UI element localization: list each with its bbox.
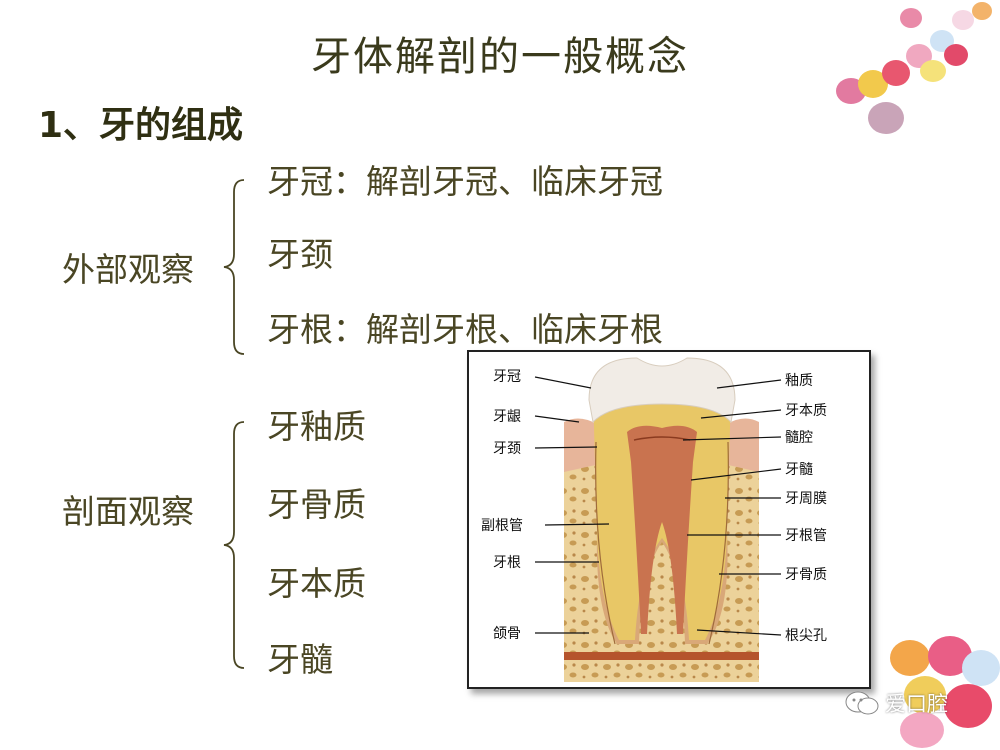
external-item: 牙冠：解剖牙冠、临床牙冠 bbox=[267, 162, 663, 201]
section-item: 牙釉质 bbox=[267, 407, 366, 446]
brace-external bbox=[223, 179, 245, 355]
label-pulp: 牙髓 bbox=[785, 462, 813, 478]
section-item: 牙本质 bbox=[267, 564, 366, 603]
label-cementum: 牙骨质 bbox=[785, 567, 827, 583]
watermark-text: 爱口腔 bbox=[885, 692, 948, 716]
label-root: 牙根 bbox=[493, 555, 521, 571]
label-root-canal: 牙根管 bbox=[785, 528, 827, 544]
slide-title: 牙体解剖的一般概念 bbox=[311, 34, 689, 80]
label-crown: 牙冠 bbox=[493, 369, 521, 385]
brace-section bbox=[223, 421, 245, 669]
label-periodontal-ligament: 牙周膜 bbox=[785, 491, 827, 507]
tooth-illustration bbox=[564, 357, 759, 682]
tooth-diagram: 牙冠 牙龈 牙颈 副根管 牙根 颌骨 釉质 牙本质 髓腔 牙髓 牙周膜 牙根管 … bbox=[467, 350, 871, 689]
label-jawbone: 颌骨 bbox=[493, 626, 521, 642]
external-observation-label: 外部观察 bbox=[62, 250, 194, 289]
label-dentin: 牙本质 bbox=[785, 403, 827, 419]
label-leader-lines bbox=[534, 376, 782, 636]
chat-bubble-icon bbox=[845, 691, 879, 715]
external-item: 牙根：解剖牙根、临床牙根 bbox=[267, 310, 663, 349]
label-gingiva: 牙龈 bbox=[493, 409, 521, 425]
section-heading: 1、牙的组成 bbox=[38, 105, 244, 146]
section-observation-label: 剖面观察 bbox=[62, 492, 194, 531]
section-item: 牙髓 bbox=[267, 640, 333, 679]
section-item: 牙骨质 bbox=[267, 485, 366, 524]
label-neck: 牙颈 bbox=[493, 441, 521, 457]
external-item: 牙颈 bbox=[267, 235, 333, 274]
label-apical-foramen: 根尖孔 bbox=[785, 628, 827, 644]
label-enamel: 釉质 bbox=[785, 373, 813, 389]
watermark: 爱口腔 bbox=[845, 688, 948, 718]
label-pulp-chamber: 髓腔 bbox=[785, 430, 813, 446]
label-accessory-canal: 副根管 bbox=[481, 518, 523, 534]
